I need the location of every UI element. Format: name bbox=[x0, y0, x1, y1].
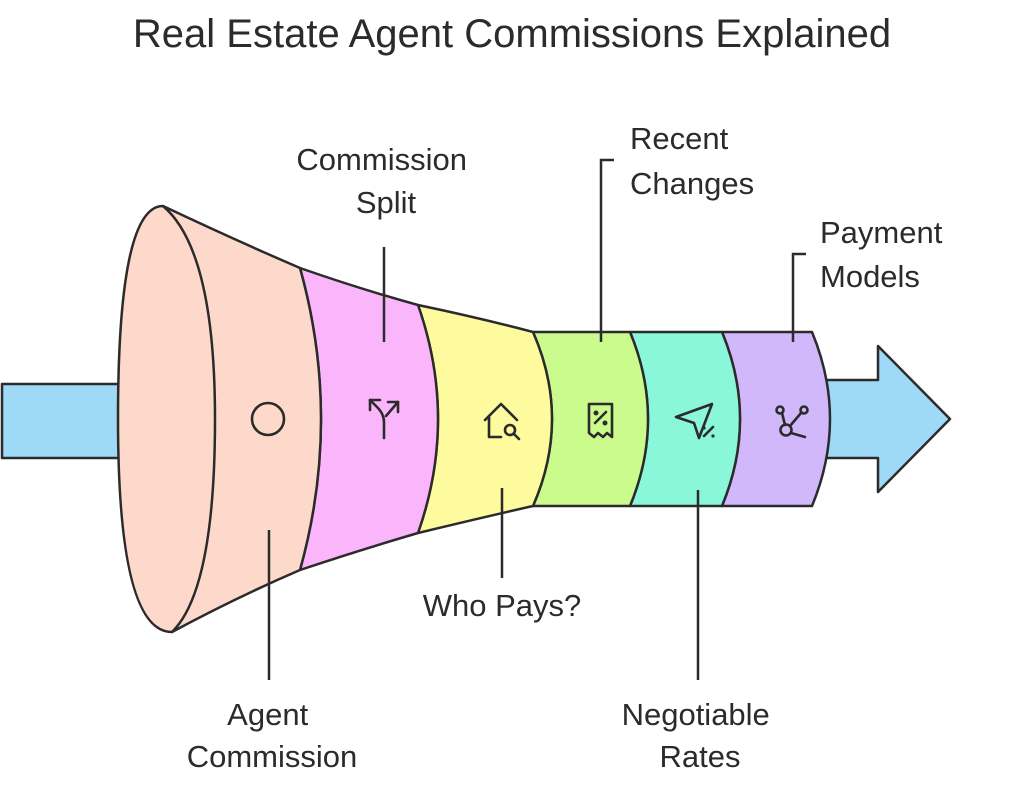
label-commission-split: Commission Split bbox=[296, 142, 475, 220]
label-payment-models: Payment Models bbox=[820, 215, 951, 294]
leader-recent-changes bbox=[599, 158, 614, 342]
output-arrow bbox=[818, 344, 952, 494]
house-search-icon bbox=[483, 402, 521, 441]
label-agent-commission: Agent Commission bbox=[187, 697, 358, 774]
split-arrows-icon bbox=[368, 398, 400, 440]
funnel-mouth-edge bbox=[162, 205, 217, 633]
label-recent-changes: Recent Changes bbox=[630, 121, 754, 201]
circle-icon bbox=[250, 401, 286, 437]
stage-segment-agent-commission bbox=[116, 204, 323, 634]
leader-payment-models bbox=[791, 252, 806, 342]
label-negotiable-rates: Negotiable Rates bbox=[622, 697, 779, 774]
receipt-percent-icon bbox=[587, 402, 614, 439]
nodes-icon bbox=[775, 405, 809, 439]
send-percent-icon bbox=[674, 402, 715, 440]
label-who-pays: Who Pays? bbox=[423, 588, 582, 623]
diagram-title: Real Estate Agent Commissions Explained bbox=[133, 12, 891, 56]
